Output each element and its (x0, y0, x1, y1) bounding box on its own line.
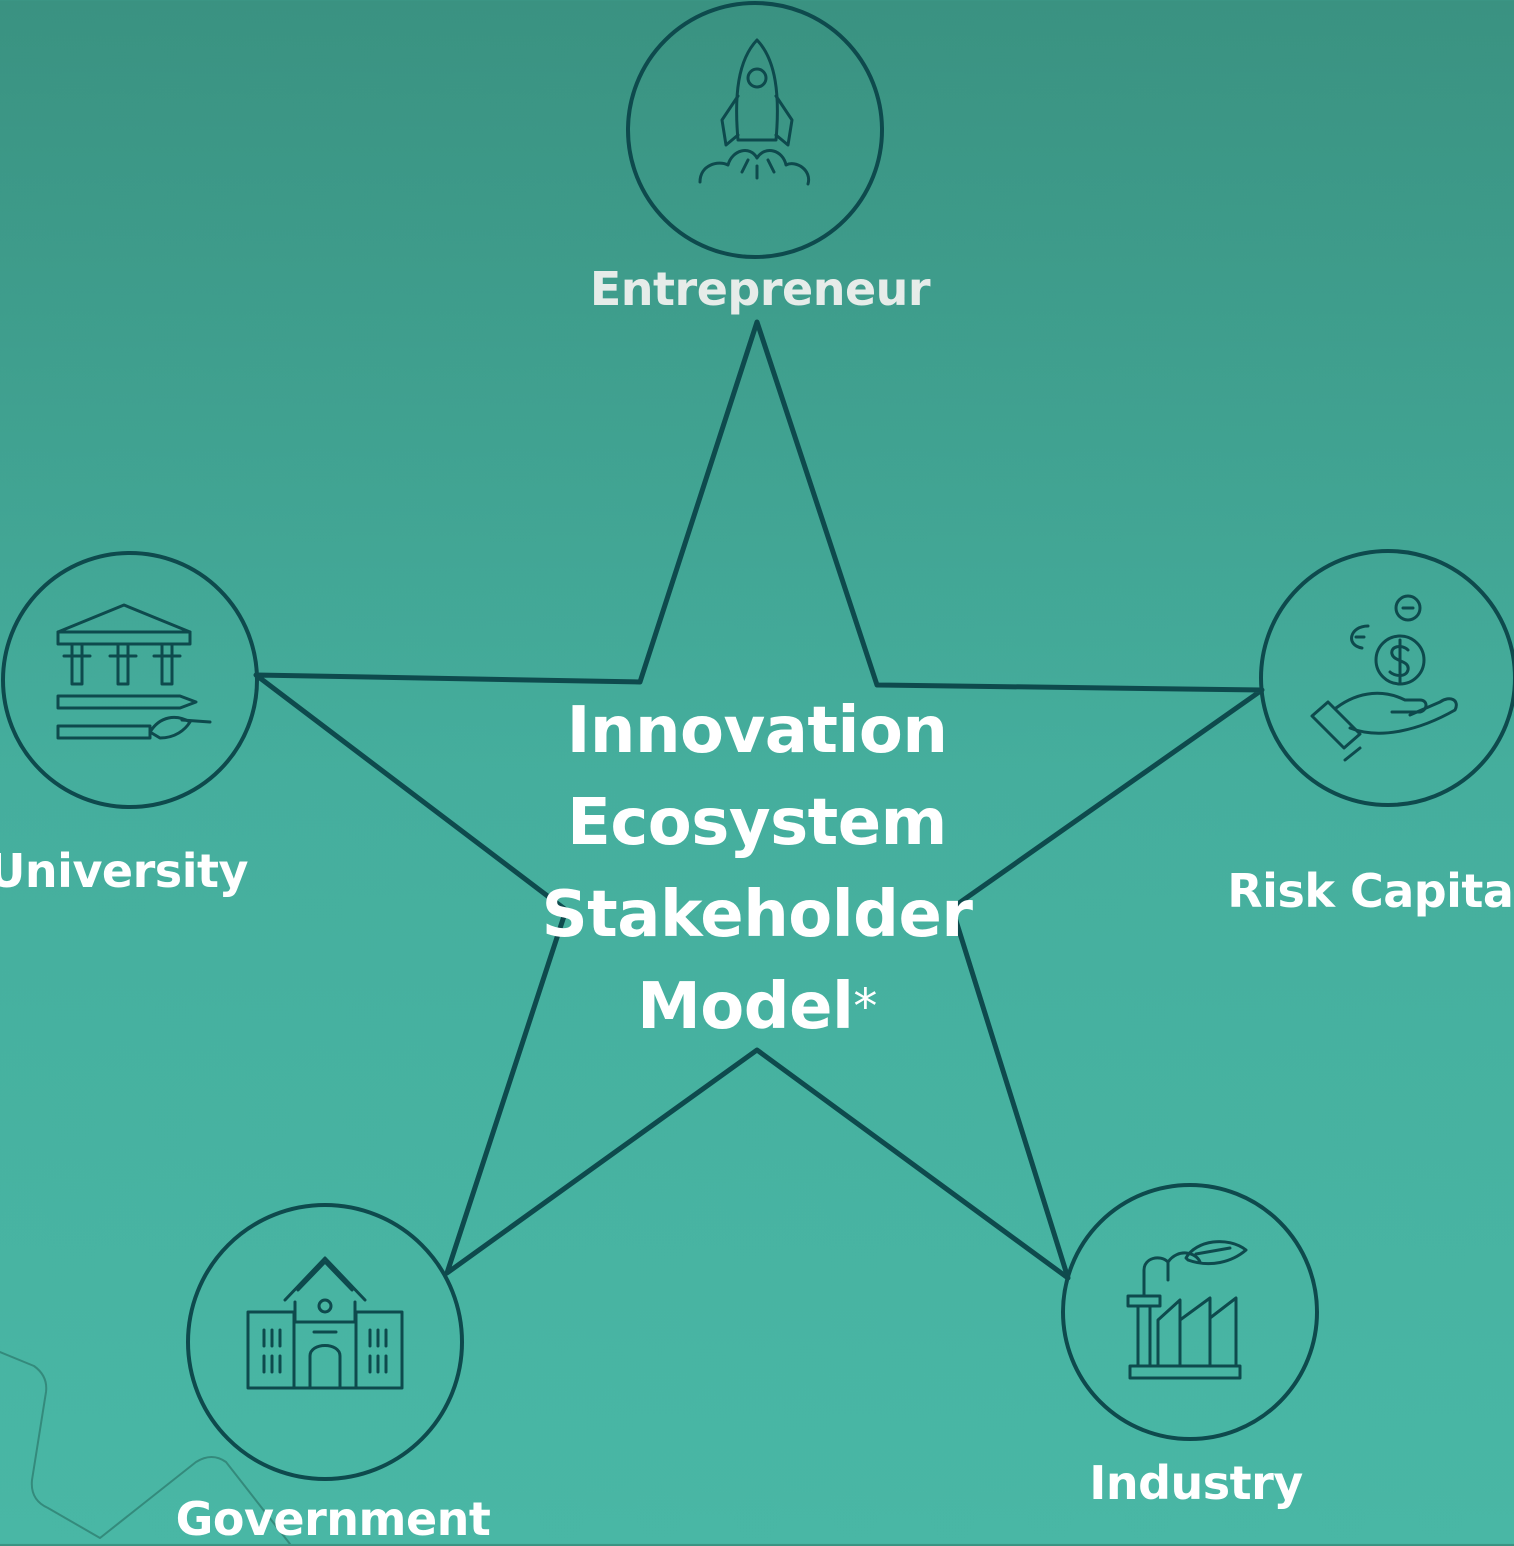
rocket-icon (698, 38, 811, 186)
money-hand-icon (1310, 594, 1458, 762)
industry-circle (1061, 1183, 1319, 1441)
center-title-model: Model (637, 970, 854, 1044)
university-circle (1, 551, 259, 809)
entrepreneur-label: Entrepreneur (589, 262, 931, 316)
center-title: Innovation Ecosystem Stakeholder Model* (497, 685, 1017, 1053)
center-title-line-4: Model* (497, 961, 1017, 1053)
star-outline (253, 319, 1265, 1281)
university-icon (56, 603, 212, 740)
decorative-outline (0, 1351, 291, 1544)
center-title-asterisk: * (853, 979, 877, 1035)
government-label: Government (175, 1492, 491, 1546)
government-circle (186, 1203, 464, 1481)
university-label: University (0, 844, 248, 898)
center-title-line-2: Ecosystem (567, 786, 947, 860)
industry-label: Industry (1089, 1456, 1303, 1510)
center-title-line-1: Innovation (566, 694, 948, 768)
risk-capital-label: Risk Capital (1227, 864, 1514, 918)
factory-leaf-icon (1126, 1240, 1248, 1380)
government-building-icon (246, 1256, 404, 1390)
center-title-line-3: Stakeholder (541, 878, 973, 952)
entrepreneur-circle (626, 1, 884, 259)
risk-capital-circle (1259, 549, 1514, 807)
